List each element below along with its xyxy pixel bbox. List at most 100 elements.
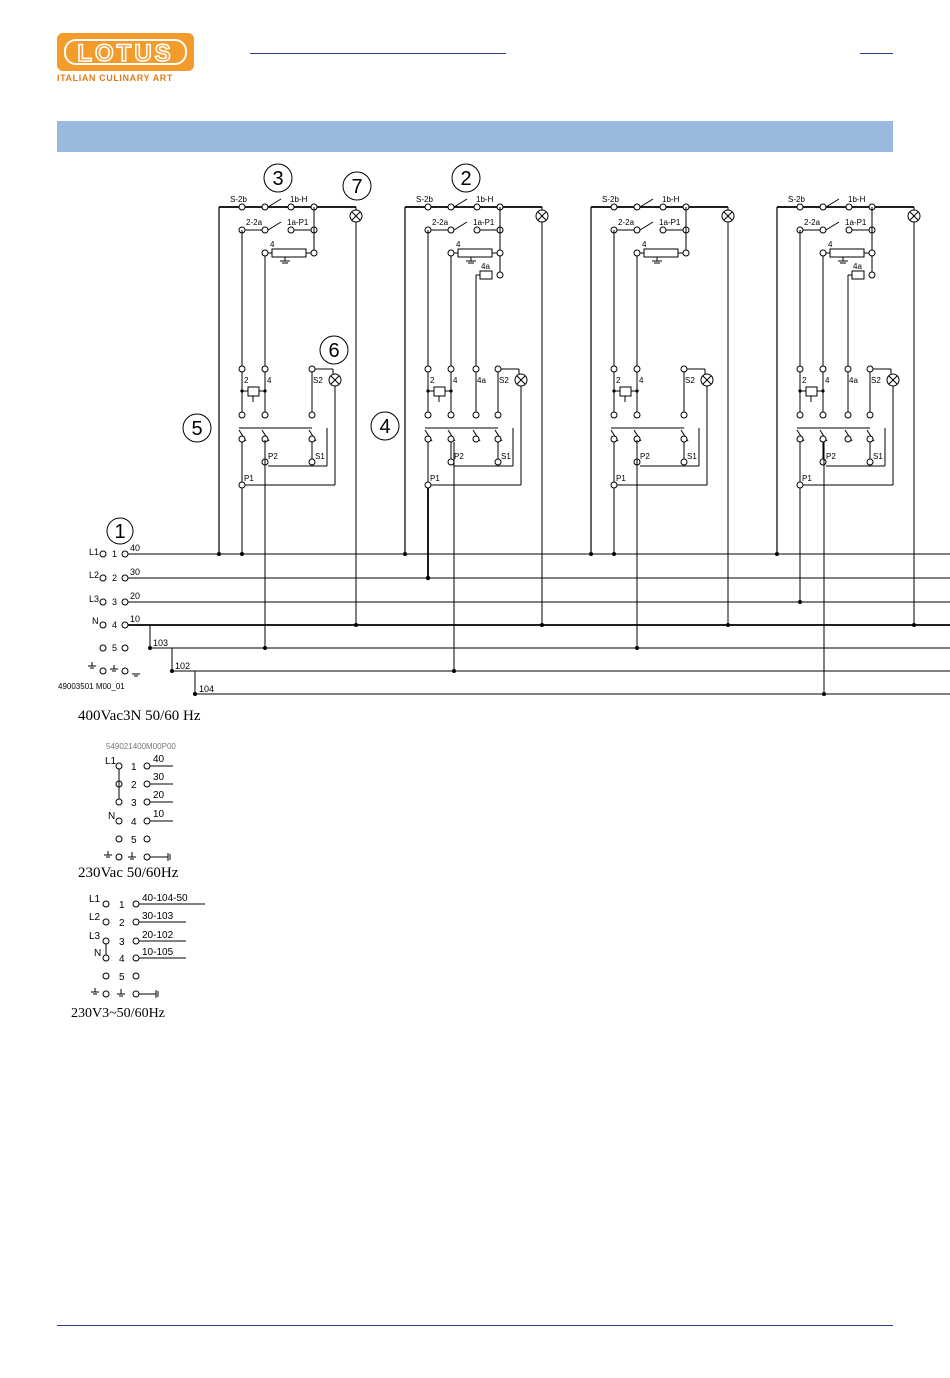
svg-text:2: 2 (616, 376, 621, 385)
svg-text:S2: S2 (499, 376, 509, 385)
svg-text:5: 5 (112, 643, 117, 653)
svg-text:S1: S1 (687, 452, 697, 461)
logo-text: LOTUS (77, 40, 173, 67)
svg-text:1: 1 (119, 900, 125, 911)
svg-text:5: 5 (119, 972, 125, 983)
earth-icon (88, 662, 140, 677)
svg-text:N: N (108, 811, 115, 822)
svg-text:10: 10 (130, 614, 140, 624)
svg-text:2: 2 (131, 780, 137, 791)
svg-text:30: 30 (130, 567, 140, 577)
caption-400v: 400Vac3N 50/60 Hz (78, 708, 201, 724)
header-link-rule-right[interactable] (860, 53, 893, 54)
svg-text:P1: P1 (616, 474, 626, 483)
callout-2: 2 (460, 168, 471, 190)
svg-text:4: 4 (456, 240, 461, 249)
svg-text:2: 2 (430, 376, 435, 385)
label-s2: S2 (313, 376, 323, 385)
svg-text:4a: 4a (481, 262, 490, 271)
svg-text:2-2a: 2-2a (432, 218, 449, 227)
svg-text:103: 103 (153, 638, 168, 648)
svg-text:2-2a: 2-2a (618, 218, 635, 227)
svg-text:3: 3 (112, 597, 117, 607)
extra-resistor-4a (453, 256, 876, 694)
svg-text:20: 20 (153, 790, 165, 801)
logo-tagline: ITALIAN CULINARY ART (57, 73, 173, 83)
svg-text:S1: S1 (501, 452, 511, 461)
svg-text:1: 1 (131, 762, 137, 773)
svg-text:40: 40 (130, 543, 140, 553)
label-s1: S1 (315, 452, 325, 461)
svg-text:N: N (92, 616, 99, 626)
earth-icon (104, 851, 171, 861)
svg-text:N: N (94, 948, 101, 959)
svg-text:4: 4 (119, 954, 125, 965)
lotus-logo: LOTUS ITALIAN CULINARY ART (57, 33, 194, 83)
label-t4: 4 (267, 376, 272, 385)
svg-text:P2: P2 (454, 452, 464, 461)
terminal-block-230v3: L1 1 40-104-50 L2 2 30-103 L3 3 20-102 N… (89, 893, 205, 998)
svg-text:L1: L1 (89, 894, 101, 905)
svg-text:L1: L1 (105, 756, 117, 767)
earth-icon (91, 988, 159, 998)
svg-text:P1: P1 (802, 474, 812, 483)
svg-text:3: 3 (131, 798, 137, 809)
label-s2b: S-2b (230, 195, 247, 204)
svg-text:L2: L2 (89, 912, 101, 923)
svg-text:2: 2 (119, 918, 125, 929)
svg-text:1a-P1: 1a-P1 (659, 218, 681, 227)
label-p2: P2 (268, 452, 278, 461)
zone-module-3 (590, 198, 735, 626)
svg-text:1a-P1: 1a-P1 (845, 218, 867, 227)
svg-text:3: 3 (119, 937, 125, 948)
svg-text:2: 2 (802, 376, 807, 385)
svg-text:1b-H: 1b-H (662, 195, 680, 204)
svg-text:4: 4 (825, 376, 830, 385)
callout-1: 1 (114, 521, 125, 543)
svg-text:5: 5 (131, 835, 137, 846)
svg-text:1: 1 (112, 549, 117, 559)
svg-text:4a: 4a (477, 376, 486, 385)
svg-text:P2: P2 (640, 452, 650, 461)
svg-text:P2: P2 (826, 452, 836, 461)
label-t2: 2 (244, 376, 249, 385)
svg-text:L2: L2 (89, 570, 99, 580)
svg-text:40-104-50: 40-104-50 (142, 893, 188, 904)
caption-230v3: 230V3~50/60Hz (71, 1006, 165, 1021)
callout-5: 5 (191, 418, 202, 440)
callout-7: 7 (351, 176, 362, 198)
logo-wordmark-icon: LOTUS (64, 39, 187, 67)
svg-text:10-105: 10-105 (142, 947, 174, 958)
callout-6: 6 (328, 340, 339, 362)
svg-text:4: 4 (112, 620, 117, 630)
part-code-400: 49003501 M00_01 (58, 682, 125, 691)
svg-text:S2: S2 (685, 376, 695, 385)
svg-text:10: 10 (153, 809, 165, 820)
svg-text:4a: 4a (853, 262, 862, 271)
svg-text:2: 2 (112, 573, 117, 583)
callout-3: 3 (272, 168, 283, 190)
svg-text:4a: 4a (849, 376, 858, 385)
zone-module-1 (218, 198, 363, 626)
svg-text:L1: L1 (89, 547, 99, 557)
label-p1: P1 (244, 474, 254, 483)
svg-text:S-2b: S-2b (602, 195, 619, 204)
svg-text:30: 30 (153, 772, 165, 783)
svg-text:20: 20 (130, 591, 140, 601)
callout-4: 4 (379, 416, 390, 438)
svg-text:4: 4 (639, 376, 644, 385)
footer-rule (57, 1325, 893, 1326)
svg-text:S1: S1 (873, 452, 883, 461)
module-labels: S-2b 1b-H 2-2a 1a-P1 4 2 4 S2 P2 S1 P1 S… (230, 195, 883, 483)
power-bus (128, 553, 950, 696)
caption-230v: 230Vac 50/60Hz (78, 865, 179, 881)
section-title-band (57, 121, 893, 152)
svg-text:L3: L3 (89, 931, 101, 942)
svg-text:S-2b: S-2b (788, 195, 805, 204)
svg-text:1b-H: 1b-H (848, 195, 866, 204)
header-link-rule-left[interactable] (250, 53, 506, 54)
svg-text:2-2a: 2-2a (804, 218, 821, 227)
svg-text:4: 4 (642, 240, 647, 249)
svg-text:30-103: 30-103 (142, 911, 174, 922)
